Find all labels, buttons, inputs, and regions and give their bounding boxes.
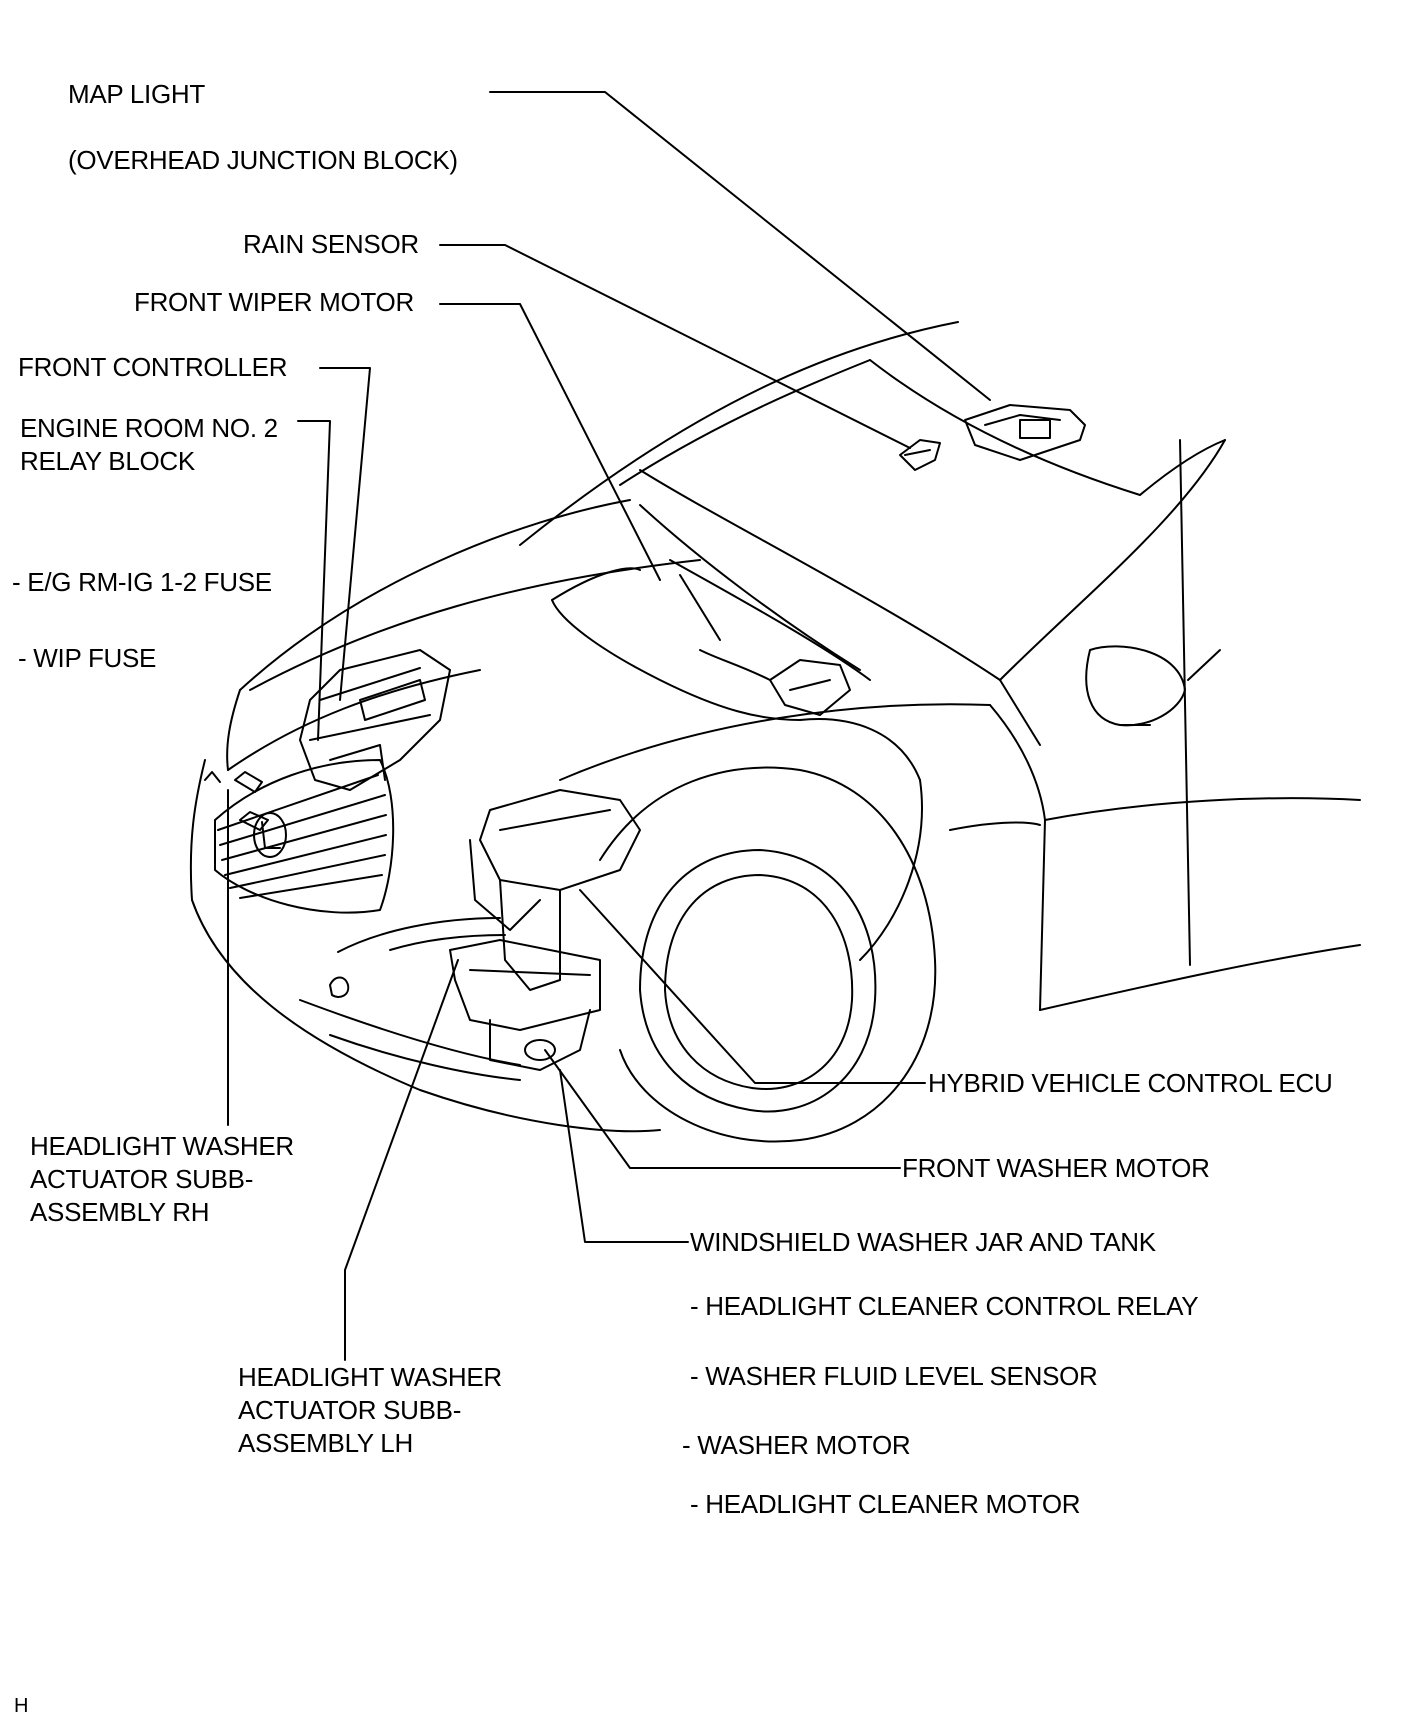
label-headlight-washer-rh: HEADLIGHT WASHER ACTUATOR SUBB- ASSEMBLY… bbox=[30, 1130, 294, 1229]
label-rain-sensor: RAIN SENSOR bbox=[243, 229, 419, 259]
corner-mark: H bbox=[14, 1695, 29, 1717]
label-line: ENGINE ROOM NO. 2 bbox=[20, 413, 278, 443]
label-line: HEADLIGHT WASHER bbox=[238, 1362, 502, 1392]
label-line: ACTUATOR SUBB- bbox=[30, 1164, 254, 1194]
washer-tank-ecu-part bbox=[449, 789, 641, 1071]
label-front-controller: FRONT CONTROLLER bbox=[18, 352, 288, 382]
label-hybrid-vehicle-control-ecu: HYBRID VEHICLE CONTROL ECU bbox=[928, 1068, 1333, 1098]
label-engine-room-relay-block: ENGINE ROOM NO. 2 RELAY BLOCK bbox=[20, 412, 278, 478]
label-map-light: MAP LIGHT bbox=[68, 79, 205, 109]
label-wip-fuse: - WIP FUSE bbox=[18, 643, 157, 673]
label-windshield-washer-jar: WINDSHIELD WASHER JAR AND TANK bbox=[690, 1227, 1156, 1257]
relay-block-part bbox=[299, 649, 451, 791]
car-body-outline bbox=[189, 321, 1361, 1143]
label-line: ASSEMBLY LH bbox=[238, 1428, 413, 1458]
label-headlight-cleaner-motor: - HEADLIGHT CLEANER MOTOR bbox=[690, 1489, 1081, 1519]
front-wiper-motor-part bbox=[699, 649, 851, 716]
label-front-wiper-motor: FRONT WIPER MOTOR bbox=[134, 287, 414, 317]
label-washer-motor: - WASHER MOTOR bbox=[682, 1430, 911, 1460]
label-headlight-cleaner-control-relay: - HEADLIGHT CLEANER CONTROL RELAY bbox=[690, 1291, 1199, 1321]
leader-lines bbox=[227, 91, 991, 1361]
label-washer-fluid-level-sensor: - WASHER FLUID LEVEL SENSOR bbox=[690, 1361, 1098, 1391]
label-overhead-junction-block: (OVERHEAD JUNCTION BLOCK) bbox=[68, 145, 458, 175]
label-line: HEADLIGHT WASHER bbox=[30, 1131, 294, 1161]
headlight-washer-nozzles bbox=[204, 771, 269, 831]
label-front-washer-motor: FRONT WASHER MOTOR bbox=[902, 1153, 1210, 1183]
label-line: ASSEMBLY RH bbox=[30, 1197, 210, 1227]
label-line: RELAY BLOCK bbox=[20, 446, 195, 476]
rain-sensor-part bbox=[899, 439, 941, 471]
label-line: ACTUATOR SUBB- bbox=[238, 1395, 462, 1425]
label-headlight-washer-lh: HEADLIGHT WASHER ACTUATOR SUBB- ASSEMBLY… bbox=[238, 1361, 502, 1460]
label-eg-rm-ig-fuse: - E/G RM-IG 1-2 FUSE bbox=[12, 567, 272, 597]
map-light-part bbox=[964, 404, 1086, 461]
